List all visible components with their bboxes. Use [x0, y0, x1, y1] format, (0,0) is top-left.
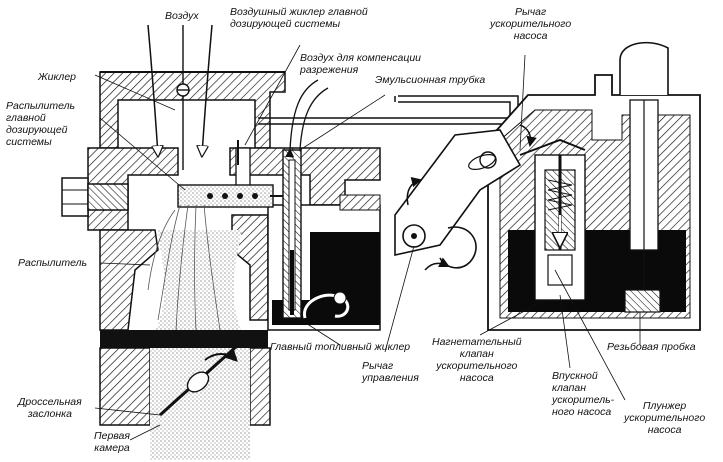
label-air: Воздух [165, 10, 199, 22]
label-threaded-plug: Резьбовая пробка [607, 341, 696, 353]
label-air-jet-main: Воздушный жиклер главной дозирующей сист… [230, 6, 368, 30]
emulsion-channel [235, 140, 302, 319]
accelerator-pump-housing [487, 41, 701, 331]
label-discharge-valve: Нагнетательный клапан ускорительного нас… [432, 336, 522, 384]
air-horn [99, 71, 286, 149]
label-plunger: Плунжер ускорительного насоса [624, 400, 706, 436]
label-control-lever: Рычаг управления [362, 360, 419, 384]
label-jet: Жиклер [38, 71, 77, 83]
throttle-body [99, 330, 271, 460]
venturi-spray [147, 204, 245, 340]
leader-lines [94, 44, 641, 441]
label-main-sprayer: Распылитель главной дозирующей системы [6, 100, 76, 148]
lever-mechanism [394, 124, 586, 271]
label-main-fuel-jet: Главный топливный жиклер [270, 341, 411, 353]
label-accelerator-lever: Рычаг ускорительного насоса [490, 6, 572, 42]
label-inlet-valve: Впускной клапан ускоритель- ного насоса [552, 370, 615, 418]
label-throttle: Дроссельная заслонка [18, 396, 82, 420]
label-sprayer: Распылитель [18, 257, 88, 269]
label-emulsion-tube: Эмульсионная трубка [375, 74, 486, 86]
carburetor-body [61, 147, 381, 331]
main-nozzle [177, 184, 283, 208]
label-compensation-air: Воздух для компенсации разрежения [300, 52, 422, 76]
label-first-chamber: Первая камера [94, 430, 130, 454]
